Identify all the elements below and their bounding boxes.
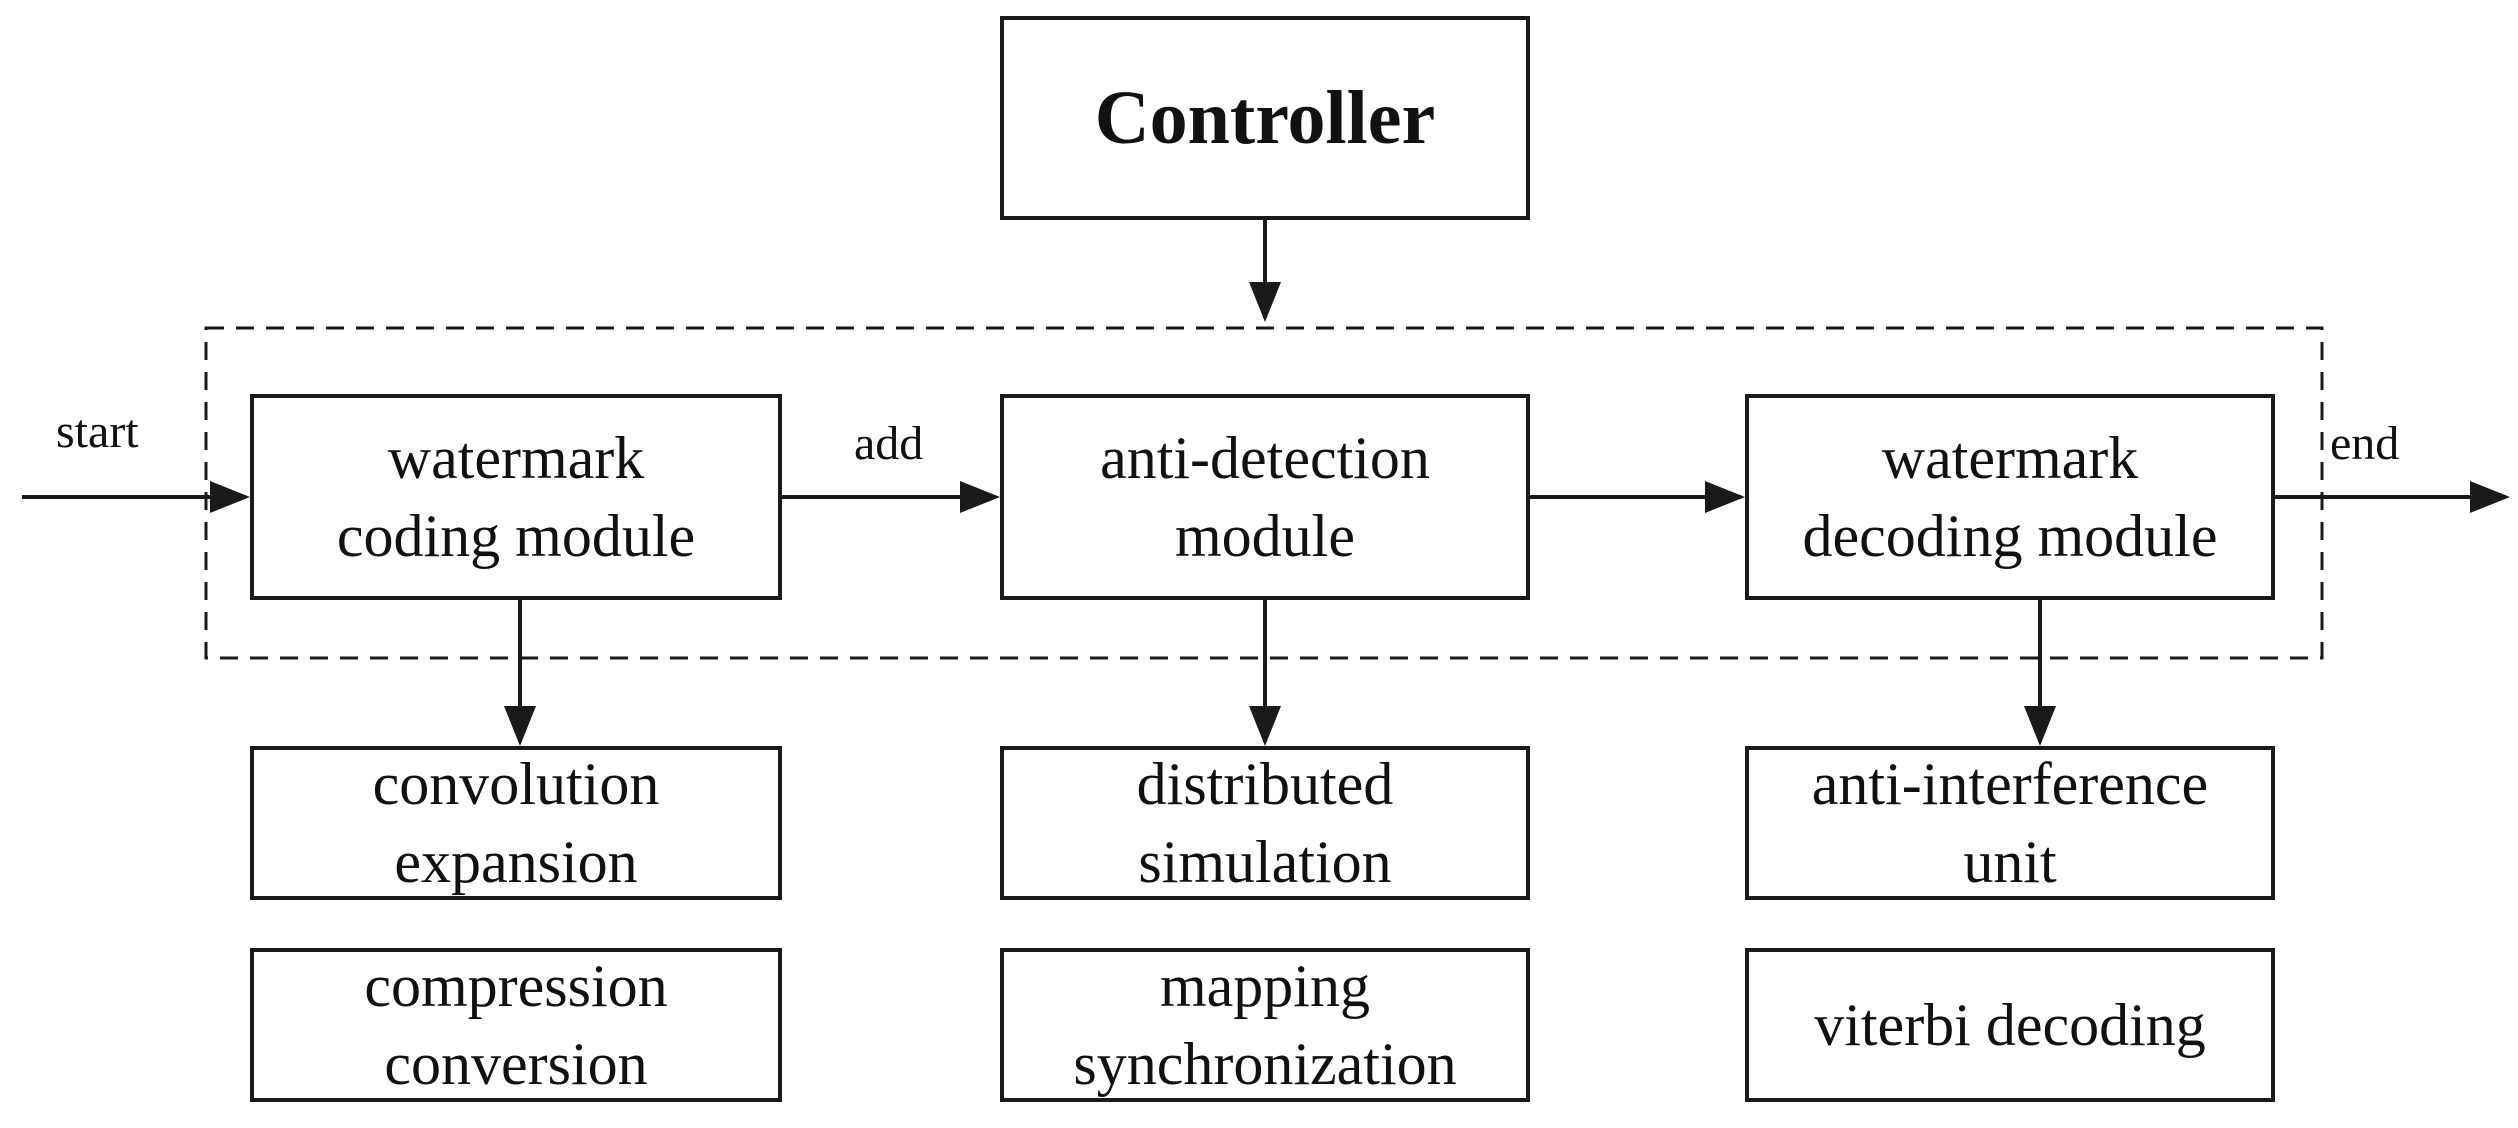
add-label: add [854,417,924,470]
end-label: end [2330,417,2400,470]
watermark-coding-module-label: watermark coding module [336,425,696,569]
viterbi-decoding-label: viterbi decoding [1814,992,2206,1058]
compression-conversion-box: compression conversion [250,948,782,1102]
distributed-simulation-box: distributed simulation [1000,746,1530,900]
mapping-synchronization-box: mapping synchronization [1000,948,1530,1102]
anti-detection-module-label: anti-detection module [1100,425,1430,569]
convolution-expansion-label: convolution expansion [372,751,660,895]
anti-detection-module-box: anti-detection module [1000,394,1530,600]
controller-label: Controller [1094,76,1436,160]
mapping-synchronization-label: mapping synchronization [1073,953,1457,1097]
anti-interference-unit-label: anti-interference unit [1811,751,2209,895]
distributed-simulation-label: distributed simulation [1136,751,1394,895]
controller-box: Controller [1000,16,1530,220]
watermark-decoding-module-box: watermark decoding module [1745,394,2275,600]
start-label: start [56,405,139,458]
compression-conversion-label: compression conversion [364,953,668,1097]
watermark-coding-module-box: watermark coding module [250,394,782,600]
convolution-expansion-box: convolution expansion [250,746,782,900]
watermark-decoding-module-label: watermark decoding module [1802,425,2218,569]
anti-interference-unit-box: anti-interference unit [1745,746,2275,900]
system-boundary [204,326,2324,660]
viterbi-decoding-box: viterbi decoding [1745,948,2275,1102]
